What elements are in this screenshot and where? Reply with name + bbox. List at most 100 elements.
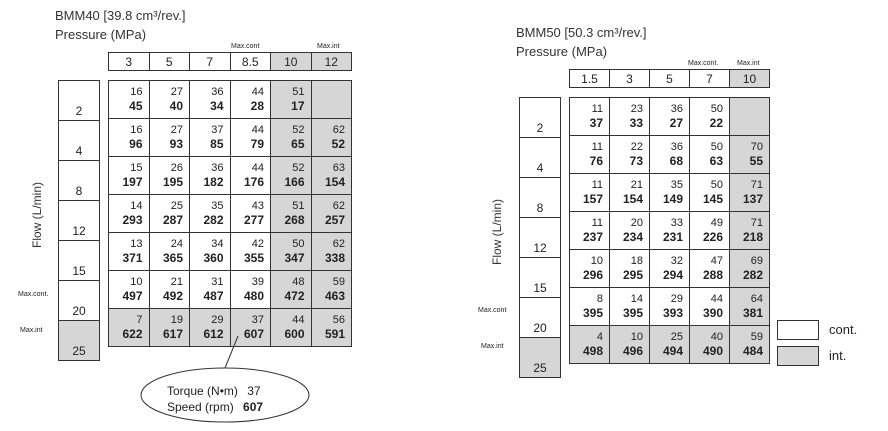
speed-value: 390 (702, 305, 723, 320)
left-pressure-2: 7 (189, 52, 231, 71)
speed-value: 360 (203, 250, 224, 265)
legend-cont-swatch (777, 320, 819, 340)
speed-value: 381 (742, 305, 763, 320)
torque-value: 49 (710, 216, 723, 229)
torque-value: 71 (750, 178, 763, 191)
right-flow-0: 2 (519, 97, 561, 138)
torque-value: 11 (591, 102, 603, 115)
torque-value: 16 (130, 85, 143, 98)
speed-value: 45 (129, 98, 143, 113)
left-flow-label: Flow (L/min) (30, 181, 44, 248)
torque-value: 8 (596, 292, 603, 305)
torque-value: 11 (591, 216, 603, 229)
speed-value (730, 116, 769, 131)
torque-value: 39 (251, 275, 264, 288)
torque-value: 52 (292, 161, 305, 174)
speed-value: 497 (122, 288, 143, 303)
torque-value: 11 (591, 140, 603, 153)
right-flow-5: 20 (519, 297, 561, 338)
torque-value: 18 (630, 254, 643, 267)
torque-value: 29 (670, 292, 683, 305)
torque-value: 25 (170, 199, 183, 212)
right-max-int-top: Max.int (737, 60, 760, 67)
callout-torque-value: 37 (247, 384, 261, 398)
speed-value: 154 (622, 191, 643, 206)
speed-value: 37 (589, 115, 603, 130)
left-max-int-top: Max.int (317, 43, 340, 50)
torque-value: 24 (170, 237, 183, 250)
speed-value: 149 (662, 191, 683, 206)
torque-value: 64 (750, 292, 763, 305)
torque-value: 33 (670, 216, 683, 229)
left-pressure-3: 8.5 (229, 52, 271, 71)
torque-value: 48 (292, 275, 305, 288)
speed-value: 490 (702, 343, 723, 358)
speed-value: 231 (662, 229, 683, 244)
left-flow-6: 25 (58, 320, 100, 361)
speed-value: 282 (742, 267, 763, 282)
left-flow-3: 12 (58, 200, 100, 241)
right-flow-1: 4 (519, 137, 561, 178)
torque-value: 26 (170, 161, 183, 174)
torque-value: 62 (332, 237, 345, 250)
speed-value: 28 (250, 98, 264, 113)
right-pressure-label: Pressure (MPa) (516, 44, 608, 59)
speed-value (312, 99, 352, 114)
torque-value: 59 (332, 275, 345, 288)
speed-value: 496 (622, 343, 643, 358)
right-flow-2: 8 (519, 177, 561, 218)
speed-value: 27 (669, 115, 683, 130)
torque-value: 36 (211, 161, 224, 174)
right-max-cont-top: Max.cont. (688, 60, 719, 67)
torque-value: 35 (211, 199, 224, 212)
speed-value: 76 (589, 153, 603, 168)
torque-value: 15 (130, 161, 143, 174)
torque-value: 47 (710, 254, 723, 267)
speed-value: 154 (324, 174, 345, 189)
left-max-cont-side: Max.cont. (18, 291, 49, 298)
torque-value: 21 (630, 178, 643, 191)
speed-value: 55 (749, 153, 763, 168)
speed-value: 295 (622, 267, 643, 282)
torque-value: 44 (251, 161, 264, 174)
torque-value: 56 (332, 313, 345, 326)
right-pressure-0: 1.5 (569, 69, 610, 88)
right-flow-4: 15 (519, 257, 561, 298)
speed-value: 182 (203, 174, 224, 189)
torque-value: 62 (332, 199, 345, 212)
left-flow-2: 8 (58, 160, 100, 201)
torque-value: 36 (211, 85, 224, 98)
torque-value: 50 (710, 140, 723, 153)
left-pressure-1: 5 (148, 52, 190, 71)
torque-value: 44 (292, 313, 305, 326)
torque-value: 10 (590, 254, 603, 267)
speed-value: 237 (582, 229, 603, 244)
